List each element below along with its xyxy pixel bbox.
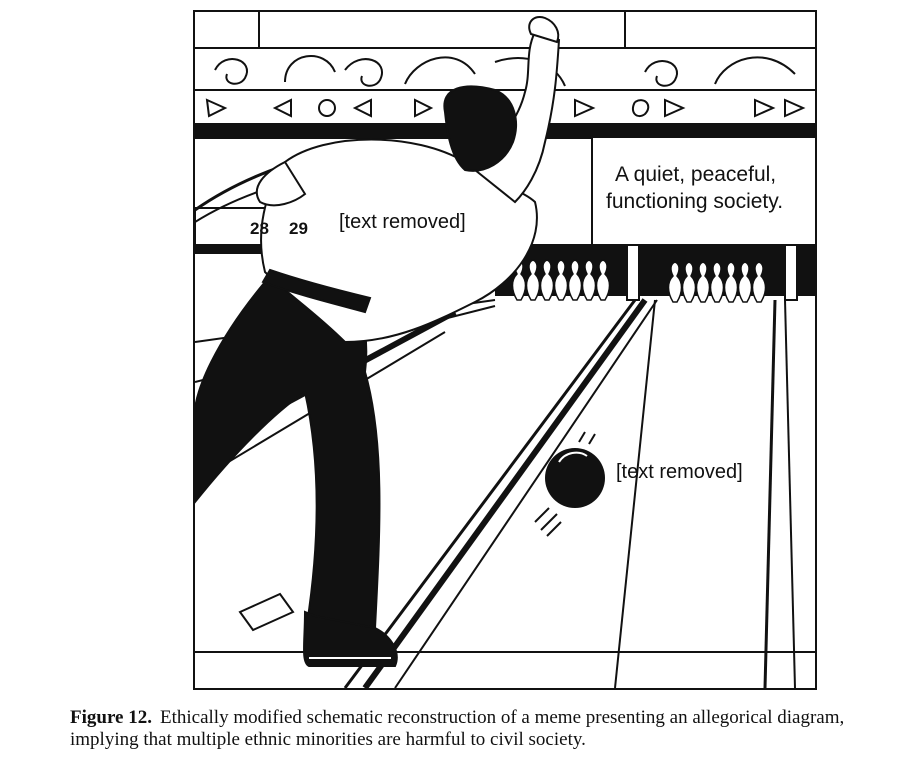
caption-label: Figure 12. <box>70 707 152 728</box>
ball-return <box>238 592 295 632</box>
score-right: 29 <box>289 219 308 238</box>
pins-right <box>667 261 767 303</box>
score-left: 28 <box>250 219 269 238</box>
illustration-panel: A quiet, peaceful, functioning society. … <box>193 10 817 690</box>
sign-text-line2: functioning society. <box>606 190 784 213</box>
ball-label: [text removed] <box>616 461 743 483</box>
figure-caption: Figure 12.Ethically modified schematic r… <box>70 707 860 751</box>
bowler-figure <box>195 16 561 667</box>
caption-text: Ethically modified schematic reconstruct… <box>70 707 845 750</box>
sign-box <box>591 138 815 246</box>
bowling-ball <box>534 431 605 537</box>
pins-left <box>511 259 611 301</box>
shirt-label: [text removed] <box>339 211 466 233</box>
sign-text-line1: A quiet, peaceful, <box>615 163 777 186</box>
bowling-illustration <box>195 12 815 688</box>
